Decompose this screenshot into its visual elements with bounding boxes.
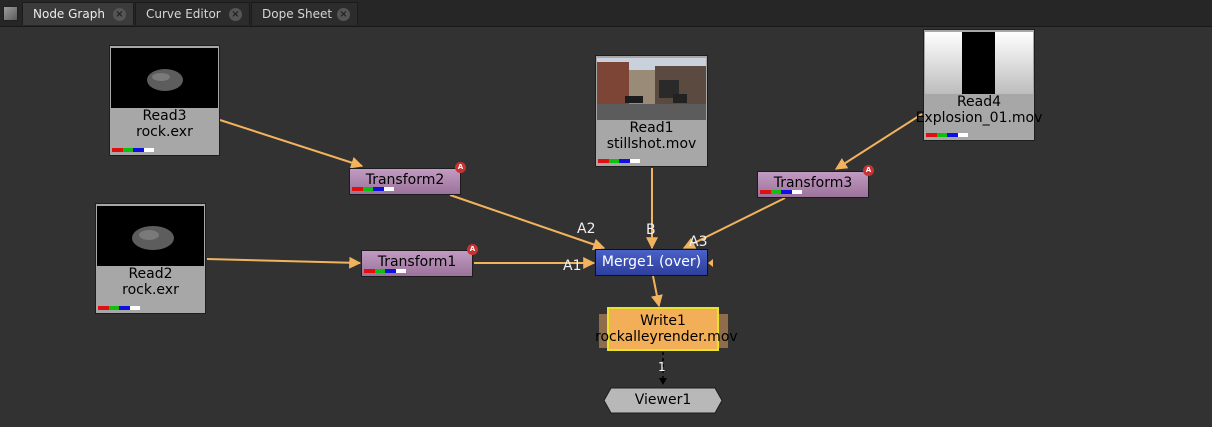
close-icon[interactable]: × (229, 8, 242, 21)
animated-badge-icon: A (455, 162, 466, 173)
tab-label: Node Graph (33, 7, 105, 21)
node-read3[interactable]: Read3 rock.exr (109, 45, 220, 156)
node-file: rockalleyrender.mov (595, 329, 738, 345)
tab-curve-editor[interactable]: Curve Editor × (135, 2, 250, 25)
wire-merge-write (650, 275, 663, 308)
merge-mask-arrow (708, 259, 713, 267)
close-icon[interactable]: × (337, 8, 350, 21)
node-file: rock.exr (136, 124, 193, 140)
tab-bar: Node Graph × Curve Editor × Dope Sheet × (0, 0, 1212, 27)
node-name: Read1 (629, 120, 674, 136)
input-label-a1: A1 (563, 258, 582, 274)
node-viewer1[interactable]: Viewer1 (603, 387, 723, 414)
node-name: Transform2 (365, 172, 445, 188)
tab-label: Dope Sheet (262, 7, 333, 21)
node-name: Transform1 (377, 254, 457, 270)
wire-read2-transform1 (206, 256, 362, 269)
animated-badge-icon: A (467, 244, 478, 255)
input-label-a3: A3 (689, 234, 708, 250)
close-icon[interactable]: × (113, 8, 126, 21)
node-merge1[interactable]: Merge1 (over) (595, 249, 708, 276)
node-file: stillshot.mov (606, 136, 697, 152)
channel-swatch (598, 159, 640, 163)
node-name: Merge1 (over) (601, 254, 702, 270)
node-read4[interactable]: Read4 Explosion_01.mov (916, 29, 1042, 141)
node-thumbnail (597, 58, 706, 120)
node-read2[interactable]: Read2 rock.exr (95, 203, 206, 314)
wire-read4-transform3 (834, 113, 923, 170)
input-label-a2: A2 (577, 221, 596, 237)
node-name: Read3 (142, 108, 187, 124)
channel-swatch (364, 269, 406, 273)
node-transform1[interactable]: Transform1 A (361, 244, 478, 277)
viewer-shape (603, 387, 723, 414)
animated-badge-icon: A (863, 165, 874, 176)
channel-swatch (352, 187, 394, 191)
channel-swatch (98, 306, 140, 310)
channel-swatch (760, 190, 802, 194)
channel-swatch (926, 133, 968, 137)
node-name: Write1 (640, 313, 686, 329)
tab-node-graph[interactable]: Node Graph × (22, 2, 134, 25)
node-read1[interactable]: Read1 stillshot.mov (595, 55, 708, 167)
node-file: rock.exr (122, 282, 179, 298)
node-thumbnail (111, 48, 218, 108)
node-thumbnail (97, 206, 204, 266)
input-label-b: B (646, 222, 656, 238)
viewer-input-label: 1 (658, 360, 666, 374)
node-file: Explosion_01.mov (915, 110, 1043, 126)
wire-read3-transform2 (219, 119, 364, 169)
pane-grip-icon[interactable] (0, 0, 20, 26)
tab-label: Curve Editor (146, 7, 221, 21)
node-transform2[interactable]: Transform2 A (349, 162, 466, 195)
viewer-arrowhead (659, 378, 667, 385)
node-name: Read4 (956, 94, 1002, 110)
connection-wires (206, 113, 923, 385)
wire-transform3-merge-a3 (682, 197, 786, 249)
node-name: Transform3 (773, 175, 853, 191)
node-write1[interactable]: Write1 rockalleyrender.mov (595, 307, 738, 351)
node-name: Viewer1 (634, 392, 692, 408)
channel-swatch (112, 148, 154, 152)
wire-transform2-merge-a2 (449, 194, 606, 251)
node-transform3[interactable]: Transform3 A (757, 165, 874, 198)
node-graph-canvas[interactable]: Read3 rock.exr Read2 rock.exr Read1 stil… (0, 26, 1212, 427)
node-thumbnail (925, 32, 1033, 94)
tab-dope-sheet[interactable]: Dope Sheet × (251, 2, 358, 25)
node-name: Read2 (128, 266, 173, 282)
